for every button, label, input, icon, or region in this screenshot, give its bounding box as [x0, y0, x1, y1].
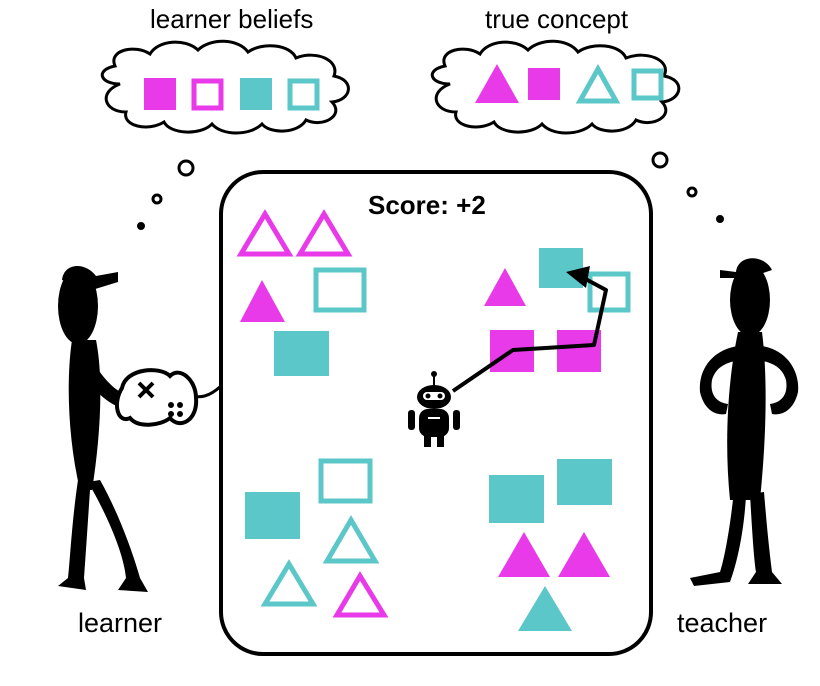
shape-cluster-bottom-right: [489, 459, 612, 631]
teacher-label: teacher: [677, 608, 768, 638]
learner-label: learner: [78, 608, 163, 638]
filled-teal-square: [245, 492, 300, 539]
belief-shape-outlined-teal-square: [287, 78, 320, 111]
teacher-cap: [720, 258, 772, 278]
concept-shape-outlined-teal-square: [631, 68, 664, 101]
filled-teal-square: [489, 475, 544, 523]
learner-beliefs-cloud: [101, 39, 350, 135]
teacher-leg-left: [690, 490, 746, 586]
outlined-teal-square: [318, 458, 373, 504]
learner-leg-left: [58, 480, 90, 590]
learner-figure: [58, 265, 223, 592]
learner-beliefs-label: learner beliefs: [150, 4, 314, 34]
teacher-figure: [690, 258, 799, 586]
filled-teal-square: [539, 248, 583, 288]
teacher-body: [727, 332, 766, 500]
filled-teal-triangle: [518, 586, 572, 631]
robot-icon: [408, 371, 460, 447]
concept-shape-outlined-teal-triangle: [575, 63, 621, 104]
learner-body: [68, 340, 101, 490]
filled-magenta-square: [557, 330, 601, 372]
game-controller-icon: [114, 368, 199, 427]
filled-teal-square: [557, 459, 612, 505]
concept-shape-filled-magenta-square: [528, 68, 560, 100]
outlined-teal-triangle: [322, 515, 380, 564]
outlined-teal-triangle: [260, 559, 318, 607]
filled-magenta-triangle: [484, 268, 526, 306]
shape-cluster-bottom-left: [245, 458, 389, 618]
true-concept-cloud: [431, 39, 681, 135]
score-label: Score: +2: [368, 190, 486, 220]
shape-cluster-top-left: [236, 209, 367, 376]
robot-path-arrow: [451, 266, 608, 393]
filled-magenta-triangle: [498, 532, 550, 577]
teacher-arm-right: [758, 346, 799, 415]
learner-leg-right: [88, 480, 148, 592]
outlined-teal-square: [587, 271, 631, 313]
teacher-leg-right: [748, 492, 782, 584]
outlined-magenta-triangle: [332, 571, 389, 618]
filled-teal-square: [274, 331, 329, 376]
teacher-arm-left: [699, 346, 740, 415]
true-concept-label: true concept: [485, 4, 629, 34]
outlined-magenta-triangle: [236, 209, 294, 257]
concept-shape-filled-magenta-triangle: [475, 64, 519, 103]
learner-cap: [62, 265, 118, 290]
belief-shape-outlined-magenta-square: [191, 78, 224, 111]
learner-thought-bubbles: [137, 159, 195, 230]
belief-shape-filled-teal-square: [240, 78, 272, 110]
outlined-teal-square: [313, 267, 367, 313]
teacher-head: [730, 264, 770, 336]
filled-magenta-triangle: [240, 280, 285, 322]
teacher-thought-bubbles: [651, 151, 724, 223]
filled-magenta-triangle: [558, 532, 610, 577]
outlined-magenta-triangle: [295, 209, 353, 257]
belief-shape-filled-magenta-square: [144, 78, 176, 110]
